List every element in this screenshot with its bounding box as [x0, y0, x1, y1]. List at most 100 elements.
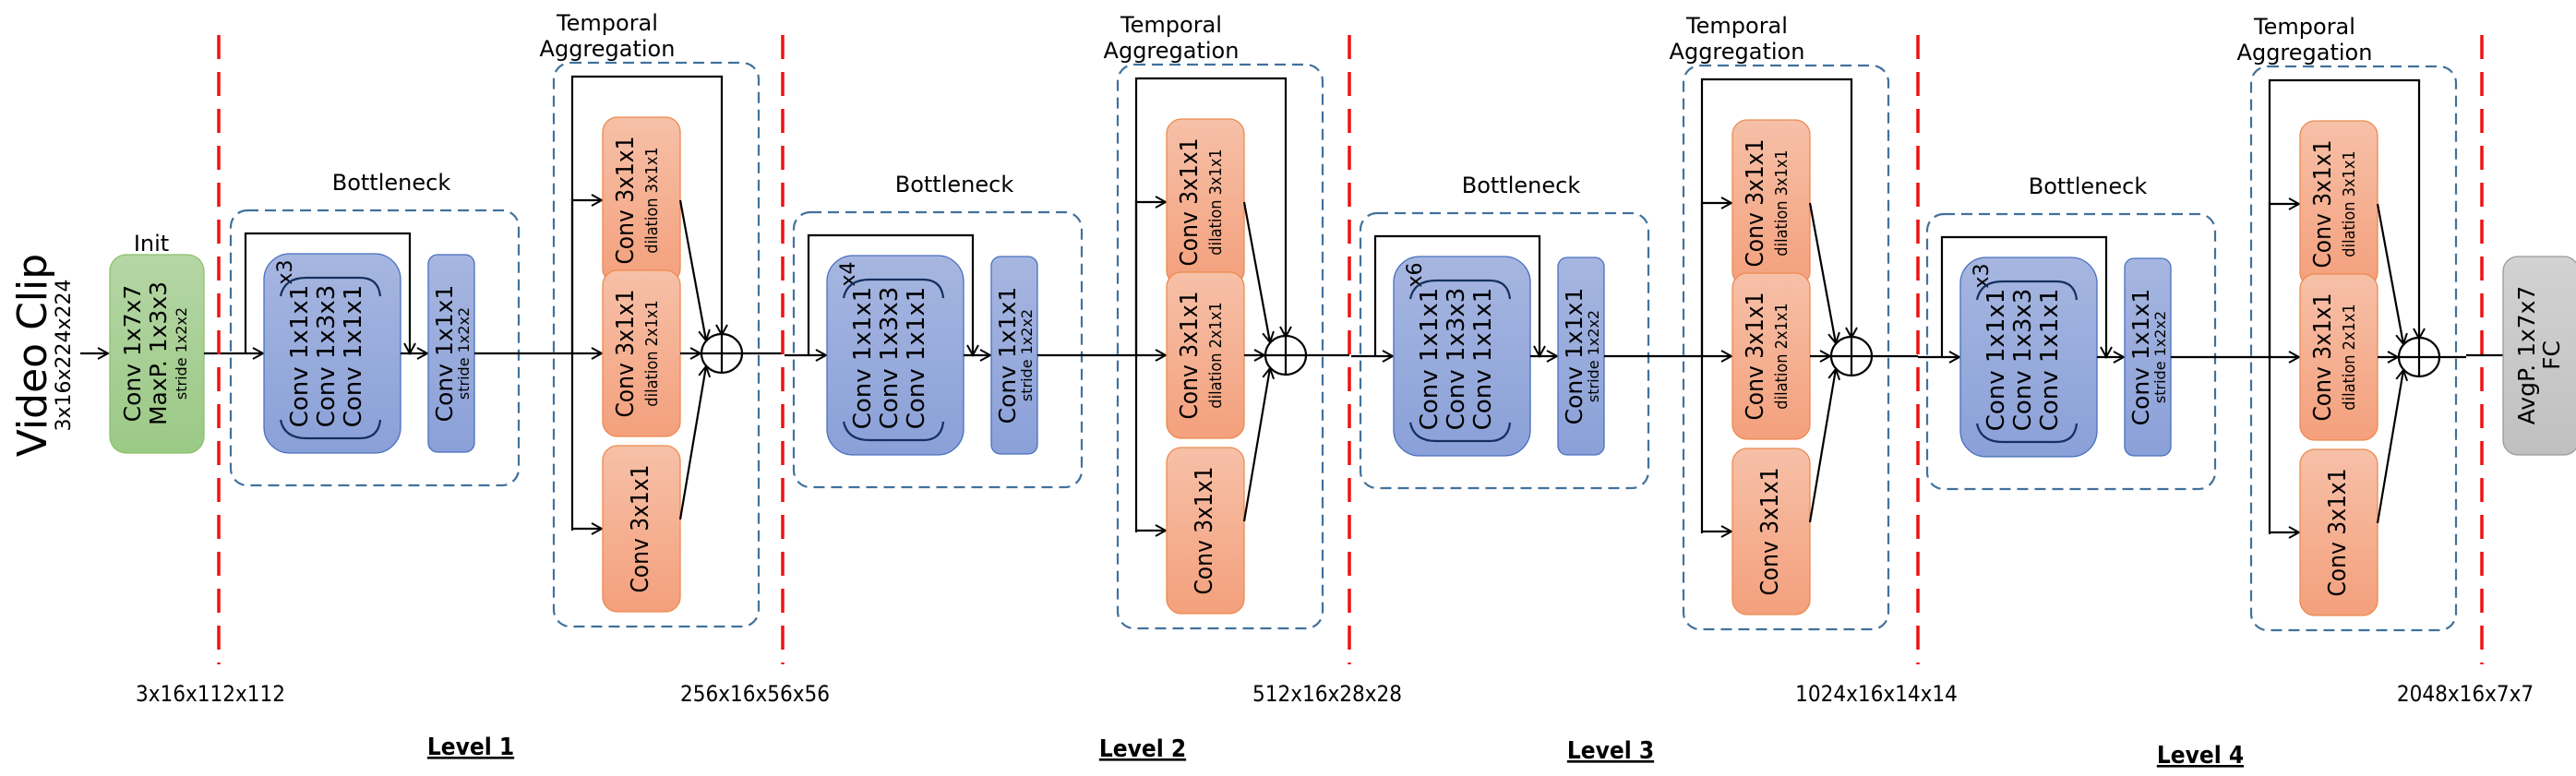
bottleneck-conv-2: Conv 1x3x3	[313, 285, 341, 428]
head-box	[2502, 256, 2576, 456]
bottleneck-skip-connection	[1940, 235, 2106, 357]
bracket-left	[1408, 279, 1512, 300]
bracket-right	[279, 419, 382, 440]
downsample-conv: Conv 1x1x1	[2127, 289, 2154, 426]
temporal-branch-dilation-3-conv: Conv 3x1x1	[1176, 137, 1204, 266]
temporal-branch-dilation-2-dilation: dilation 2x1x1	[1772, 303, 1791, 409]
level-label-1: Level 1	[427, 734, 514, 761]
init-block: Init Conv 1x7x7 MaxP. 1x3x3 stride 1x2x2	[109, 231, 205, 454]
input-shape: 3x16x224x224	[53, 279, 76, 431]
bracket-left	[1975, 280, 2079, 301]
bottleneck-conv-1: Conv 1x1x1	[849, 287, 877, 430]
temporal-title-line-2: Aggregation	[2237, 40, 2373, 66]
bottleneck-repeat: x6	[1404, 262, 1427, 287]
temporal-branch-3-to-sum	[1242, 368, 1270, 522]
bottleneck-conv-3: Conv 1x1x1	[903, 287, 930, 430]
output-shape-label: 2048x16x7x7	[2397, 681, 2534, 707]
bracket-left	[279, 276, 382, 297]
temporal-branch-plain-box	[2299, 448, 2378, 616]
bottleneck-group-border	[1359, 211, 1650, 490]
temporal-title-line-2: Aggregation	[1670, 39, 1805, 65]
temporal-branch-dilation-2-dilation: dilation 2x1x1	[642, 300, 662, 406]
bottleneck-repeat: x3	[274, 259, 297, 284]
output-shape-label: 1024x16x14x14	[1795, 681, 1958, 707]
bottleneck-title: Bottleneck	[332, 170, 451, 196]
temporal-branch-plain-conv: Conv 3x1x1	[1756, 467, 1784, 595]
bottleneck-title: Bottleneck	[2029, 173, 2148, 199]
temporal-title-line-1: Temporal	[556, 10, 658, 36]
bottleneck-title: Bottleneck	[895, 172, 1014, 197]
temporal-title-line-2: Aggregation	[540, 36, 676, 62]
temporal-group-border	[2249, 65, 2458, 632]
bottleneck-repeat: x4	[837, 261, 860, 286]
bracket-right	[1975, 423, 2079, 444]
temporal-branch-dilation-3-dilation: dilation 3x1x1	[2340, 150, 2359, 257]
temporal-branch-3-to-sum	[2376, 370, 2403, 524]
temporal-branch-dilation-3-conv: Conv 3x1x1	[2309, 139, 2337, 268]
bottleneck-skip-connection	[807, 233, 973, 355]
temporal-branch-plain-conv: Conv 3x1x1	[1191, 466, 1218, 594]
temporal-branch-dilation-3-dilation: dilation 3x1x1	[1772, 149, 1791, 256]
bottleneck-conv-1: Conv 1x1x1	[286, 285, 314, 428]
downsample-conv: Conv 1x1x1	[994, 287, 1021, 424]
temporal-group-border	[1682, 64, 1890, 631]
bottleneck-repeat: x3	[1971, 263, 1994, 288]
temporal-branch-plain-conv: Conv 3x1x1	[2324, 468, 2352, 596]
bottleneck-conv-3: Conv 1x1x1	[1469, 288, 1497, 431]
head-line-1: AvgP. 1x7x7	[2513, 286, 2540, 425]
head-block: AvgP. 1x7x7 FC	[2466, 256, 2576, 456]
bottleneck-conv-2: Conv 1x3x3	[876, 287, 904, 430]
temporal-group-border	[552, 61, 761, 628]
temporal-branch-3-to-sum	[1808, 369, 1836, 523]
downsample-stride: stride 1x2x2	[1585, 310, 1602, 402]
downsample-conv: Conv 1x1x1	[1561, 288, 1588, 425]
temporal-branch-1-to-sum	[678, 199, 706, 340]
temporal-branch-1-to-sum	[1808, 202, 1836, 343]
bracket-right	[1408, 422, 1512, 443]
temporal-branch-plain-box	[1731, 448, 1811, 615]
temporal-title-line-1: Temporal	[1120, 12, 1222, 38]
downsample-stride: stride 1x2x2	[455, 307, 473, 400]
temporal-branch-dilation-2-dilation: dilation 2x1x1	[2340, 304, 2359, 410]
head-line-2: FC	[2538, 340, 2565, 370]
level-label-2: Level 2	[1099, 735, 1186, 763]
bottleneck-title: Bottleneck	[1462, 173, 1581, 198]
bottleneck-conv-1: Conv 1x1x1	[1983, 289, 2010, 432]
downsample-stride: stride 1x2x2	[2151, 311, 2169, 403]
bottleneck-conv-2: Conv 1x3x3	[2009, 289, 2037, 432]
temporal-title-line-1: Temporal	[1685, 13, 1788, 39]
temporal-branch-3-to-sum	[678, 366, 706, 520]
bottleneck-group-border	[792, 210, 1084, 489]
temporal-branch-dilation-2-conv: Conv 3x1x1	[612, 289, 640, 417]
init-title: Init	[134, 231, 169, 257]
downsample-conv: Conv 1x1x1	[431, 285, 458, 423]
temporal-branch-dilation-3-conv: Conv 3x1x1	[1742, 138, 1769, 267]
input-title: Video Clip	[9, 254, 56, 457]
output-shape-label: 256x16x56x56	[680, 681, 830, 707]
temporal-branch-dilation-3-conv: Conv 3x1x1	[612, 136, 640, 264]
shape-labels: 256x16x56x56 512x16x28x28 1024x16x14x14 204…	[680, 681, 2534, 707]
temporal-group-border	[1116, 63, 1324, 630]
init-stride: stride 1x2x2	[173, 307, 190, 400]
output-shape-label: 512x16x28x28	[1252, 681, 1402, 707]
init-output-shape: 3x16x112x112	[136, 681, 285, 707]
bottleneck-skip-connection	[244, 232, 410, 353]
temporal-title-line-1: Temporal	[2253, 14, 2355, 40]
bottleneck-conv-2: Conv 1x3x3	[1443, 288, 1470, 431]
level-dividers	[217, 35, 2484, 664]
temporal-branch-1-to-sum	[1242, 201, 1270, 342]
temporal-branch-dilation-3-dilation: dilation 3x1x1	[642, 147, 662, 253]
temporal-branch-1-to-sum	[2376, 203, 2403, 344]
level-label-4: Level 4	[2157, 742, 2244, 770]
